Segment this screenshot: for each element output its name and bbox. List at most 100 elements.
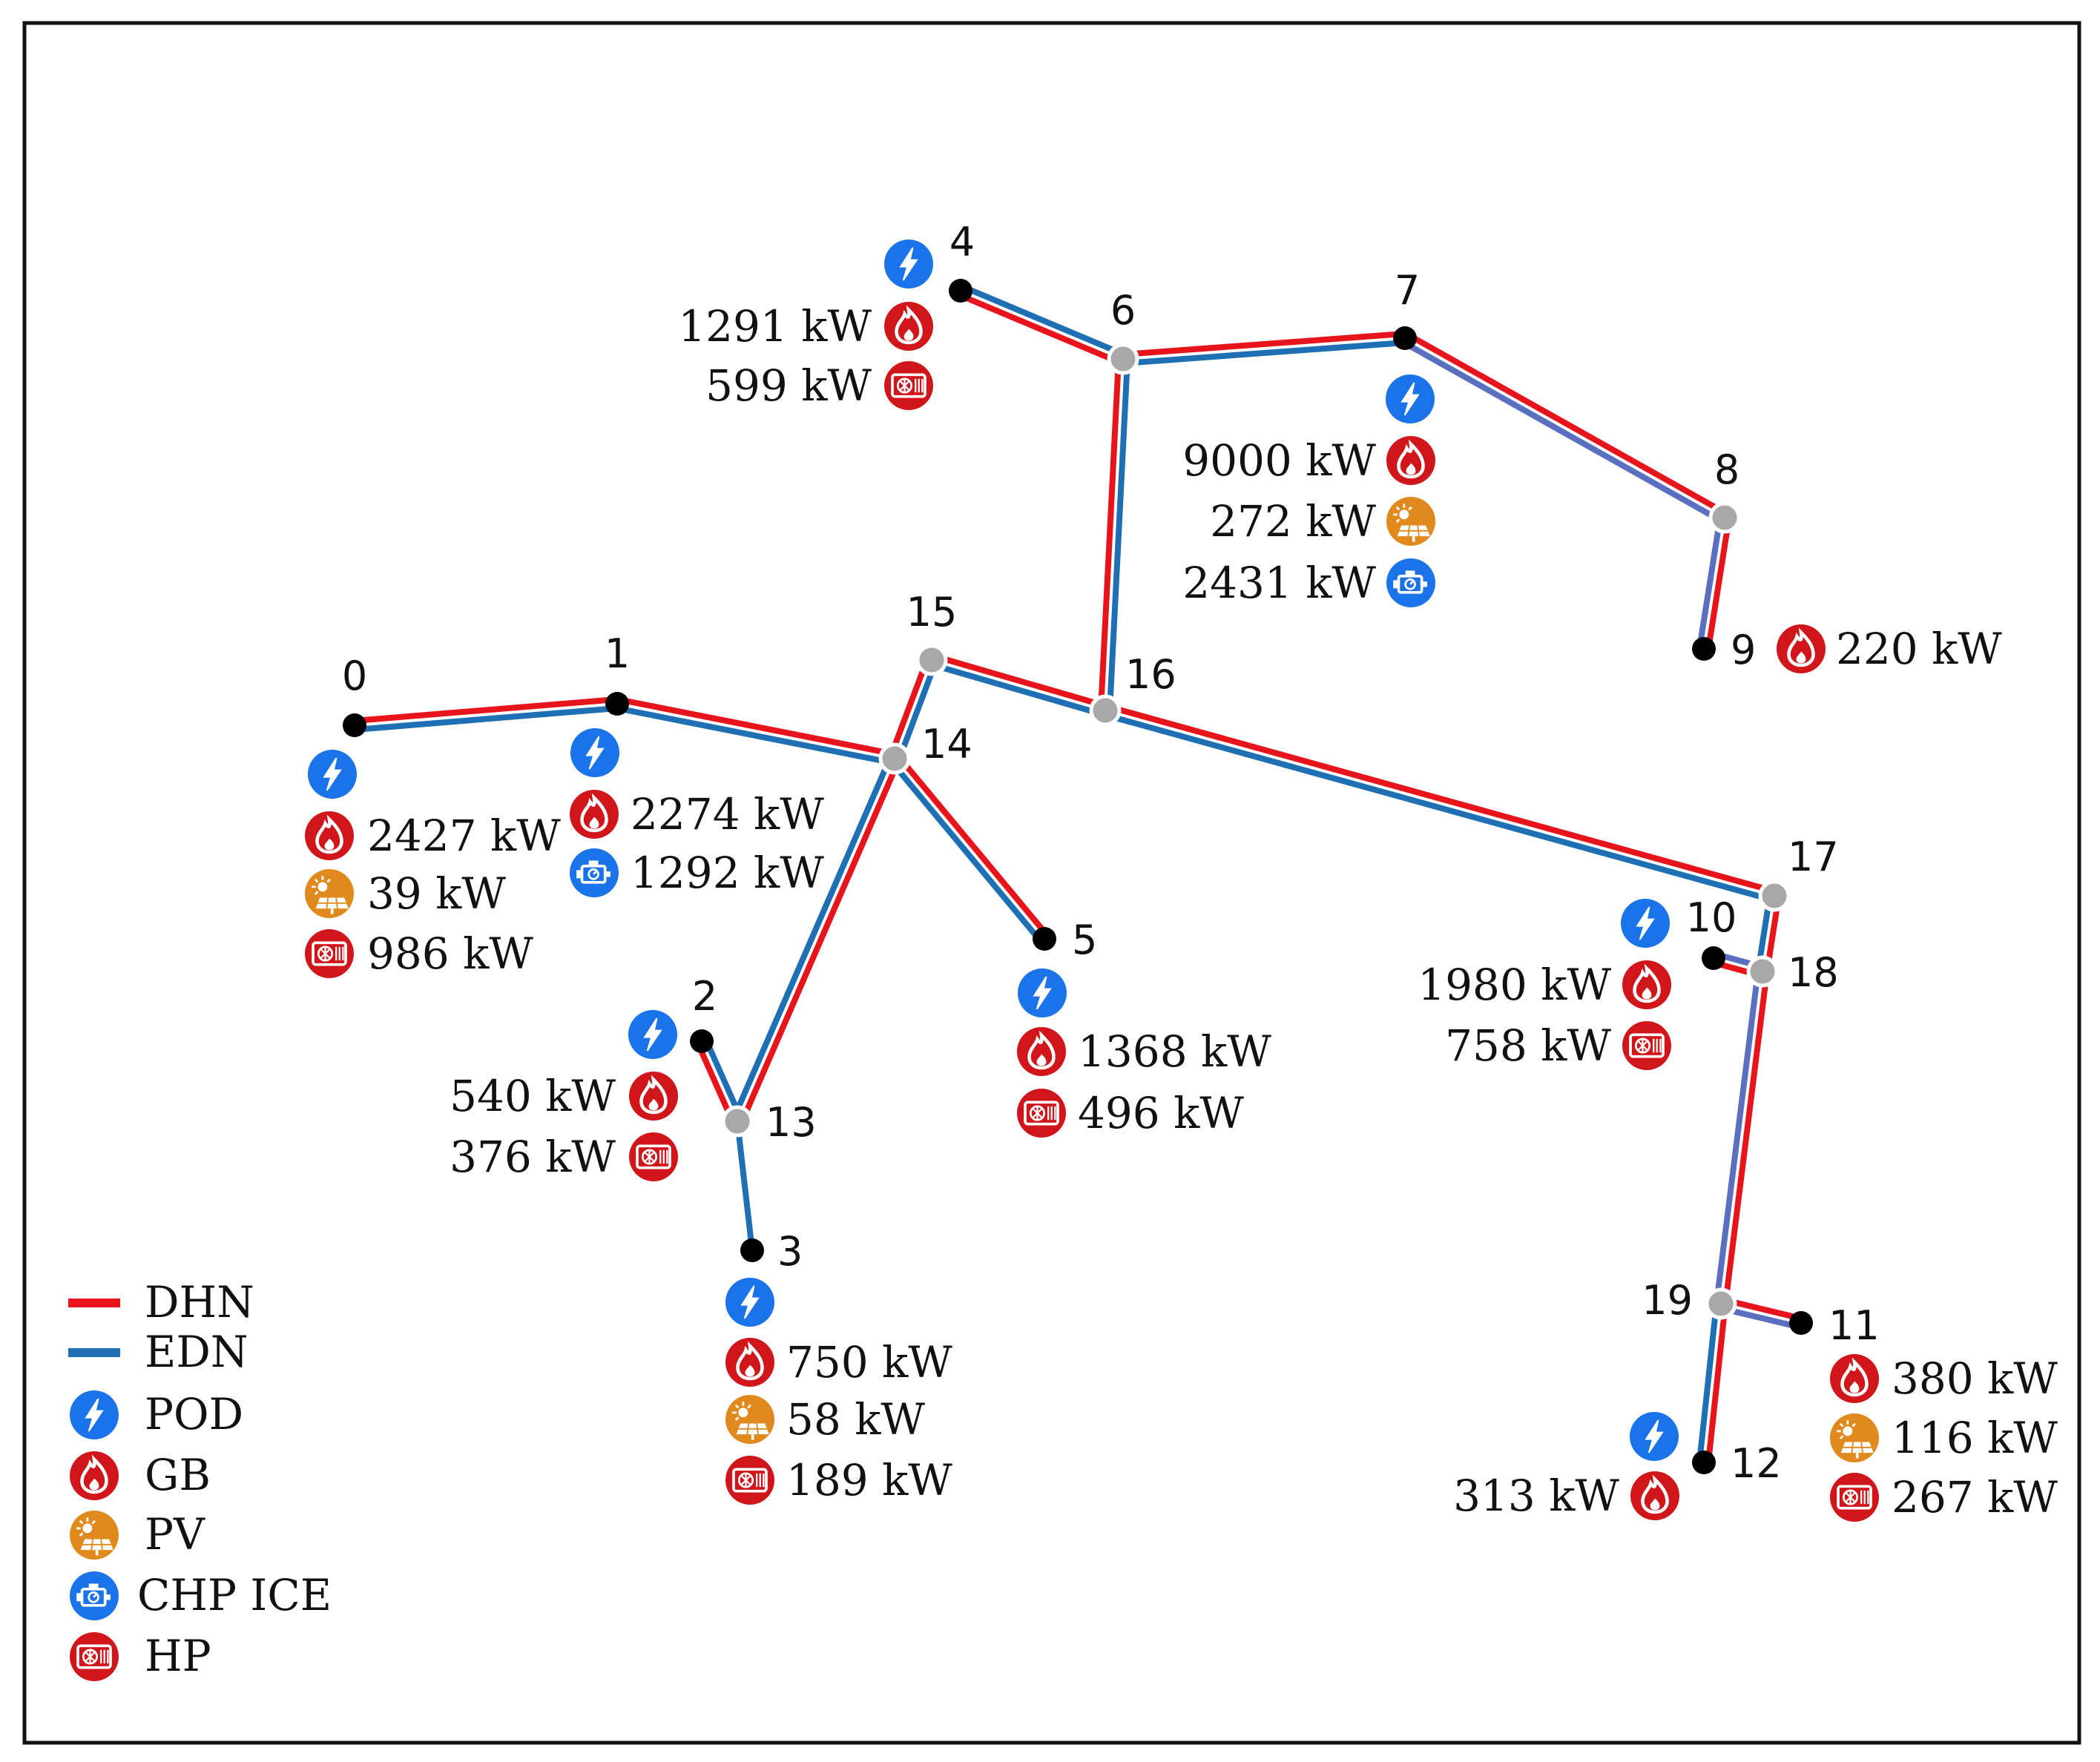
edn-line: [1123, 339, 1406, 366]
capacity-value: 1292 kW: [631, 848, 824, 898]
capacity-value: 2431 kW: [1182, 558, 1376, 608]
legend-gb-label: GB: [145, 1450, 211, 1500]
dhn-line: [354, 696, 617, 725]
junction-dot: [1758, 880, 1791, 912]
edge-16-6: [1098, 358, 1130, 711]
node-19: 19: [1642, 1277, 1737, 1324]
edge-0-1: [354, 696, 618, 733]
hp-icon: [725, 1456, 774, 1505]
node-label: 7: [1395, 267, 1420, 314]
capacity-row: 1292 kW: [570, 848, 824, 898]
capacity-value: 313 kW: [1453, 1471, 1619, 1521]
terminal-dot: [1702, 946, 1725, 970]
dhn-line: [1705, 1304, 1728, 1464]
hp-icon: [1017, 1089, 1066, 1138]
legend-pv-label: PV: [145, 1509, 205, 1560]
legend: DHN EDN POD GB PV CHP ICE HP: [68, 1277, 332, 1681]
node-label: 5: [1072, 917, 1097, 963]
capacity-value: 750 kW: [786, 1337, 952, 1388]
capacity-row: 220 kW: [1777, 624, 2002, 674]
gb-icon: [884, 302, 933, 351]
node-label: 13: [766, 1099, 817, 1146]
capacity-row: 758 kW: [1445, 1020, 1671, 1071]
terminal-dot: [1393, 326, 1417, 350]
node-16: 16: [1089, 651, 1176, 727]
capacity-row: 9000 kW: [1182, 435, 1435, 486]
node-6: 6: [1107, 287, 1139, 375]
node-5: 5: [1033, 917, 1097, 963]
capacity-value: 220 kW: [1836, 624, 2002, 674]
hp-icon: [1830, 1473, 1879, 1522]
node-8: 8: [1708, 446, 1741, 534]
capacity-row: 116 kW: [1830, 1413, 2058, 1463]
pv-icon: [1830, 1413, 1879, 1462]
capacity-row: 2427 kW: [305, 811, 561, 861]
capacity-row: 267 kW: [1830, 1472, 2058, 1522]
capacity-value: 496 kW: [1078, 1088, 1244, 1138]
capacity-row: 58 kW: [725, 1394, 925, 1445]
capacity-value: 9000 kW: [1182, 435, 1376, 486]
hp-icon: [1622, 1021, 1671, 1070]
edn-line: [961, 283, 1126, 358]
capacity-row: 1291 kW: [678, 301, 933, 352]
junction-dot: [721, 1105, 754, 1138]
dhn-line: [617, 696, 896, 758]
chp-icon: [1386, 558, 1435, 607]
terminal-dot: [740, 1238, 764, 1262]
edn-line: [1106, 359, 1130, 711]
edge-6-4: [958, 283, 1126, 366]
edn-line: [355, 705, 618, 733]
node-4: 4: [949, 219, 975, 303]
edn-line: [734, 1121, 755, 1251]
edn-line: [1696, 516, 1724, 649]
edge-8-9: [1696, 516, 1732, 650]
node-label: 12: [1731, 1440, 1782, 1487]
edn-line: [1696, 1302, 1720, 1462]
edn-line: [929, 661, 1105, 718]
edge-6-7: [1122, 331, 1406, 366]
node-14: 14: [878, 721, 972, 775]
gb-icon: [305, 811, 354, 860]
node-label: 1: [605, 630, 630, 677]
legend-hp-icon: [70, 1632, 119, 1681]
edn-line: [895, 660, 939, 762]
gb-icon: [1630, 1471, 1679, 1520]
node-label: 9: [1731, 627, 1756, 673]
node-15: 15: [906, 589, 957, 676]
edn-line: [616, 705, 895, 766]
node-label: 4: [949, 219, 975, 265]
dhn-line: [1405, 331, 1728, 517]
node-10: 10: [1686, 894, 1737, 970]
dhn-line: [1105, 703, 1777, 895]
hp-icon: [305, 929, 354, 978]
terminal-dot: [690, 1029, 714, 1053]
pv-icon: [305, 869, 354, 918]
capacity-value: 272 kW: [1210, 496, 1376, 547]
capacity-row: 1980 kW: [1418, 960, 1671, 1010]
gb-icon: [629, 1072, 678, 1121]
capacity-value: 1980 kW: [1418, 960, 1611, 1010]
terminal-dot: [1692, 637, 1716, 661]
capacity-value: 39 kW: [367, 868, 506, 919]
capacity-value: 380 kW: [1892, 1353, 2058, 1404]
dhn-line: [887, 657, 931, 759]
edn-line: [730, 756, 894, 1121]
edge-14-13: [730, 756, 902, 1124]
junction-dot: [1705, 1287, 1737, 1320]
node-label: 0: [342, 653, 367, 699]
pod-icon: [1621, 899, 1670, 948]
pod-icon: [1630, 1412, 1679, 1461]
pod-icon: [1018, 969, 1067, 1017]
junction-dot: [1089, 694, 1122, 727]
legend-pv-icon: [70, 1511, 119, 1560]
legend-pod-icon: [70, 1390, 119, 1439]
pv-icon: [725, 1395, 774, 1444]
dhn-line: [1098, 358, 1122, 710]
node-label: 19: [1642, 1277, 1693, 1324]
capacity-row: 272 kW: [1210, 496, 1435, 547]
legend-chp-label: CHP ICE: [137, 1570, 332, 1620]
edge-18-19: [1714, 970, 1770, 1305]
